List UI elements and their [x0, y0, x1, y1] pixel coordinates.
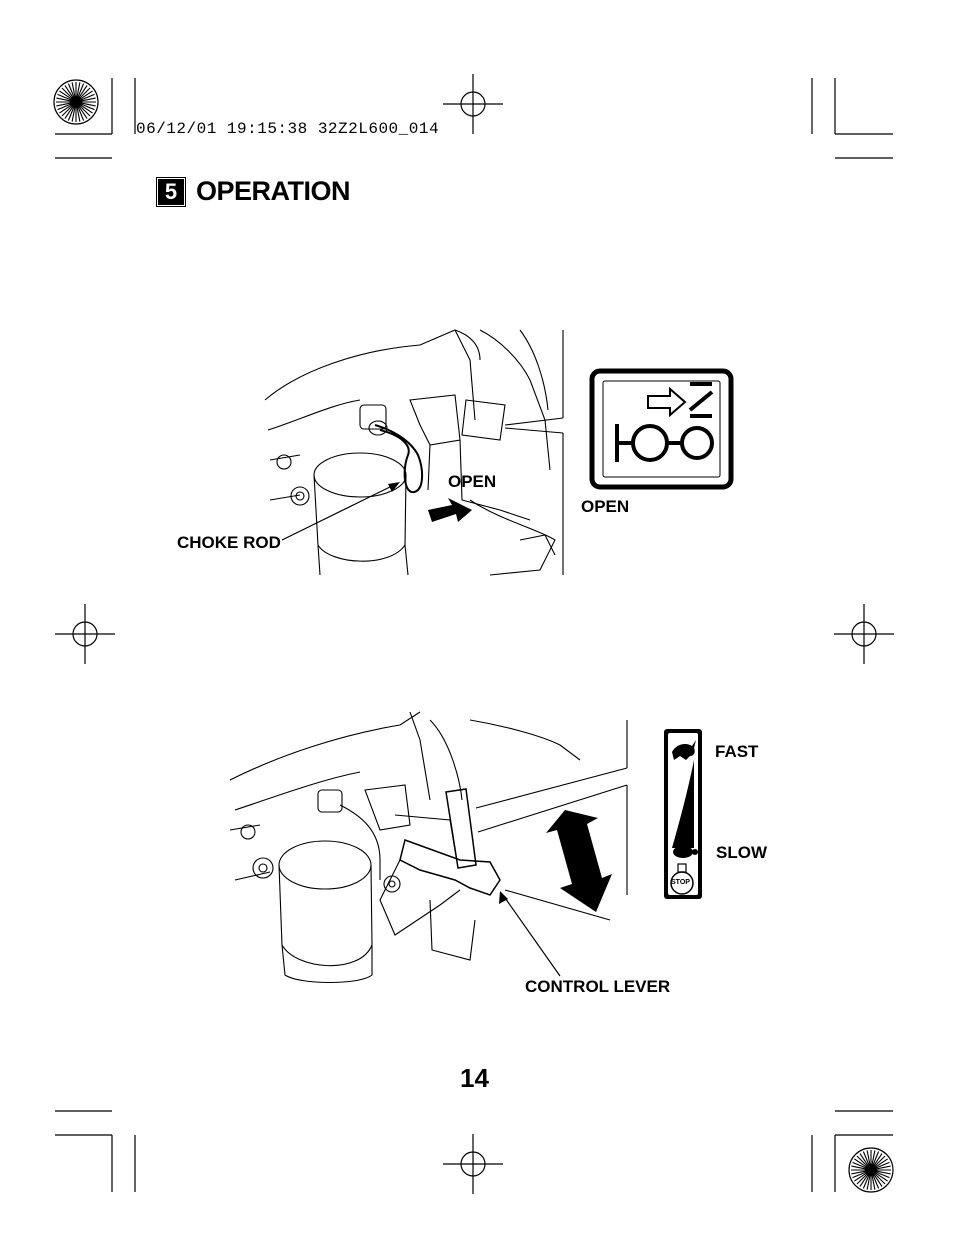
fast-label: FAST — [715, 742, 759, 761]
choke-rod-label: CHOKE ROD — [177, 533, 281, 552]
turtle-icon — [673, 846, 693, 858]
choke-decal-open-label: OPEN — [581, 497, 630, 516]
page-number: 14 — [460, 1063, 489, 1093]
rabbit-icon — [672, 740, 696, 760]
choke-open-arrow-label: OPEN — [448, 472, 497, 491]
stop-label: STOP — [671, 879, 690, 886]
print-timestamp: 06/12/01 19:15:38 32Z2L600_014 — [136, 120, 440, 138]
section-number-badge: 5 — [156, 176, 186, 207]
control-lever-label: CONTROL LEVER — [525, 977, 671, 996]
slow-label: SLOW — [716, 843, 767, 862]
section-title: OPERATION — [196, 176, 351, 206]
section-heading: 5 OPERATION — [156, 176, 351, 207]
